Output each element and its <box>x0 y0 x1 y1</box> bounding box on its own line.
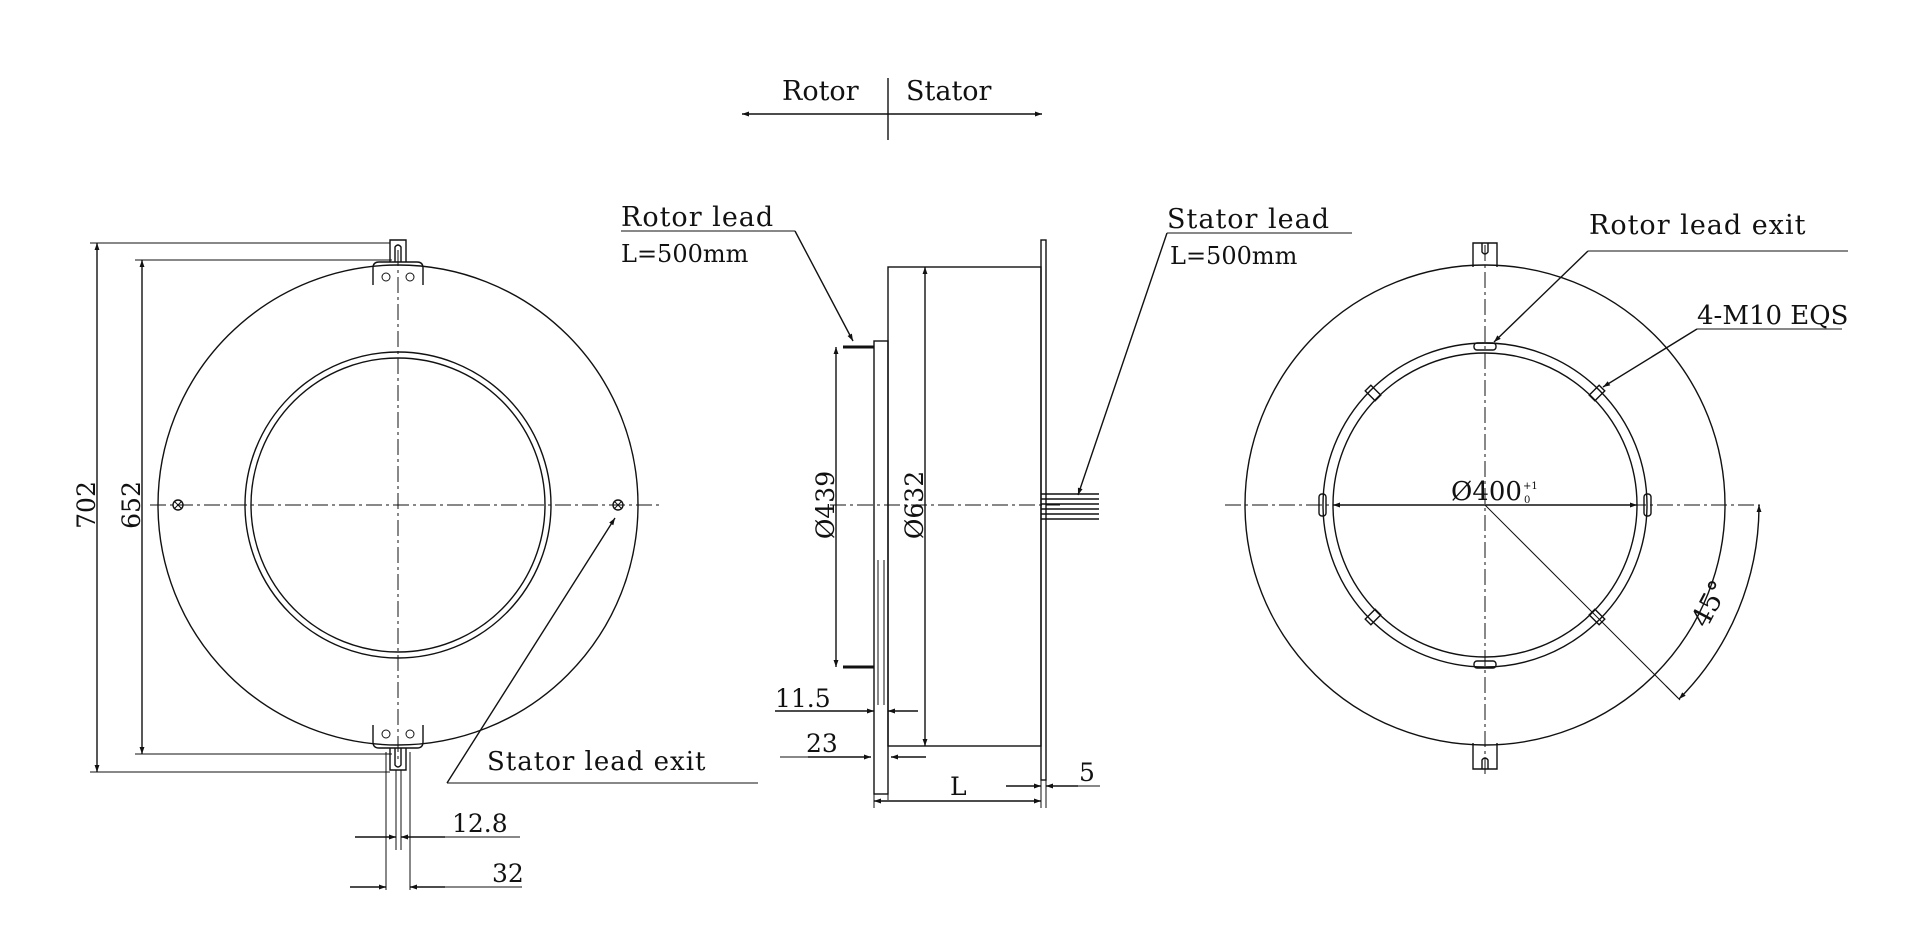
rotor-plate <box>873 340 889 795</box>
stator-lead-label: Stator lead <box>1167 204 1330 235</box>
stator-lead-exit-label: Stator lead exit <box>487 747 706 777</box>
dim-702: 702 <box>72 481 101 529</box>
front-left-screw <box>172 499 184 511</box>
dim-439: Ø439 <box>811 471 840 539</box>
front-view: 702 652 12.8 32 Stator lead exit <box>72 239 758 890</box>
rotor-lead-exit-label: Rotor lead exit <box>1589 210 1806 241</box>
dim-12-8: 12.8 <box>452 809 508 838</box>
rotor-lead-length: L=500mm <box>621 240 749 268</box>
front-right-screw <box>612 499 624 511</box>
rotor-label: Rotor <box>782 76 859 107</box>
bolt-hole-sw <box>1364 608 1382 626</box>
rotor-lead-exit-top <box>1473 342 1497 351</box>
dim-5: 5 <box>1079 758 1095 787</box>
side-view: Ø439 Ø632 Rotor lead L=500mm Stator lead… <box>621 202 1352 808</box>
dim-11-5: 11.5 <box>775 684 831 713</box>
dim-632: Ø632 <box>900 471 929 539</box>
rotor-lead-exit-left <box>1318 493 1327 517</box>
dim-23: 23 <box>806 729 838 758</box>
rotor-lead-label: Rotor lead <box>621 202 774 233</box>
bolt-spec-label: 4-M10 EQS <box>1697 301 1848 331</box>
rear-top-tab <box>1472 242 1498 267</box>
rotor-lead-exit-right <box>1643 493 1652 517</box>
stator-lead-length: L=500mm <box>1170 242 1298 270</box>
dim-L: L <box>950 772 967 801</box>
rotor-lead-exit-bottom <box>1473 660 1497 669</box>
rear-bottom-tab <box>1472 743 1498 770</box>
bore-tol-lower: 0 <box>1524 495 1530 506</box>
bore-tol-upper: +1 <box>1523 481 1538 492</box>
rotor-stator-indicator: Rotor Stator <box>742 76 1042 140</box>
dim-652: 652 <box>117 481 146 529</box>
stator-lead-bundle <box>1041 493 1099 520</box>
stator-label: Stator <box>906 76 992 107</box>
bolt-hole-ne <box>1588 384 1606 402</box>
bore-dim: Ø400 <box>1451 477 1522 507</box>
front-top-tab <box>372 239 424 285</box>
front-bottom-tab <box>372 725 424 771</box>
stator-flange <box>1040 239 1047 781</box>
rear-view: Ø400 +1 0 Rotor lead exit 4-M10 EQS 45° <box>1225 210 1848 775</box>
bolt-hole-nw <box>1364 384 1382 402</box>
dim-32: 32 <box>492 859 524 888</box>
